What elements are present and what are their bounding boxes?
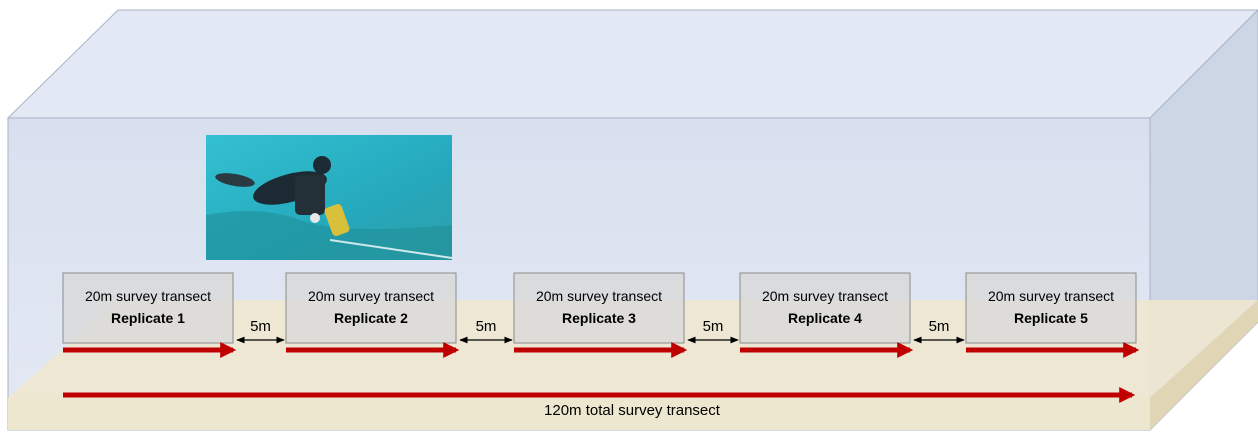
replicate-title: 20m survey transect: [762, 288, 888, 304]
gap-1: 5m: [236, 318, 285, 344]
replicate-label: Replicate 5: [1014, 310, 1088, 326]
replicate-title: 20m survey transect: [308, 288, 434, 304]
diver-photo: [206, 135, 453, 260]
replicate-box: [739, 272, 911, 344]
replicate-box: [965, 272, 1137, 344]
replicate-label: Replicate 1: [111, 310, 185, 326]
replicate-label: Replicate 3: [562, 310, 636, 326]
gap-2: 5m: [459, 318, 513, 344]
gap-label: 5m: [929, 318, 950, 335]
replicate-title: 20m survey transect: [988, 288, 1114, 304]
replicate-title: 20m survey transect: [85, 288, 211, 304]
gap-label: 5m: [250, 318, 271, 335]
total-label: 120m total survey transect: [544, 402, 721, 419]
replicate-box: [285, 272, 457, 344]
replicate-title: 20m survey transect: [536, 288, 662, 304]
replicate-box: [62, 272, 234, 344]
gap-label: 5m: [476, 318, 497, 335]
gap-4: 5m: [913, 318, 965, 344]
replicate-label: Replicate 4: [788, 310, 862, 326]
gap-3: 5m: [687, 318, 739, 344]
water-top-face: [6, 9, 1258, 119]
replicate-label: Replicate 2: [334, 310, 408, 326]
total-transect: 120m total survey transect: [63, 386, 1136, 419]
replicate-box: [513, 272, 685, 344]
sand-side-face: [1150, 300, 1258, 430]
sand-front-face: [8, 398, 1150, 430]
gap-label: 5m: [703, 318, 724, 335]
